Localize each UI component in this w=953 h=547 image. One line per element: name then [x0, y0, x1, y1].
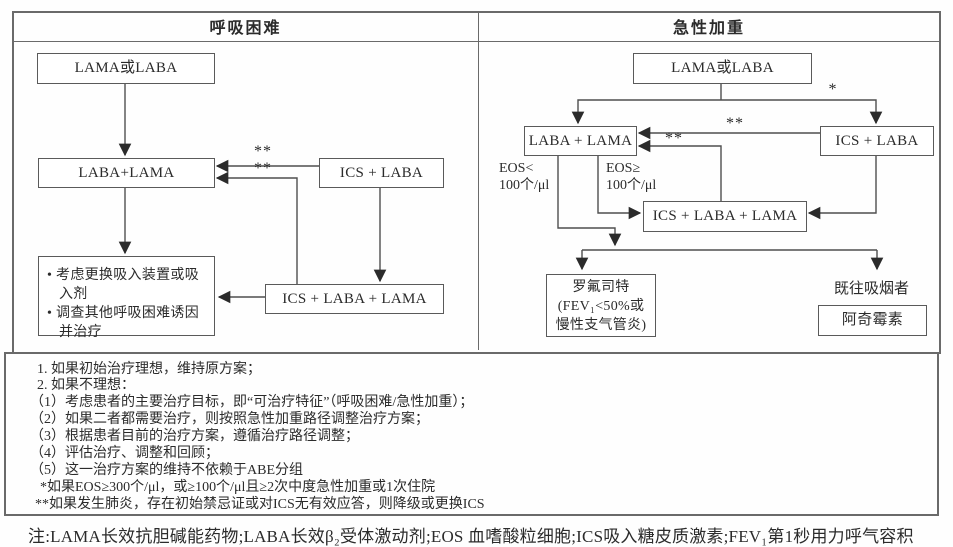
abbreviation-key: 注:LAMA长效抗胆碱能药物;LABA长效β₂受体激动剂;EOS 血嗜酸粒细胞;…	[28, 527, 914, 546]
left-double-star-label-2: **	[254, 160, 272, 177]
eos-high-line-2: 100个/μl	[606, 178, 657, 193]
roflumilast-line-1: 罗氟司特	[572, 280, 630, 295]
note-line-5: （3）根据患者目前的治疗方案，遵循治疗路径调整；	[30, 429, 359, 444]
right-box-ics-laba-lama: ICS + LABA + LAMA	[643, 201, 807, 232]
action-bullet-2-text: 调查其他呼吸困难诱因并治疗	[56, 306, 200, 340]
roflumilast-line-2: (FEV₁<50%或	[557, 299, 645, 314]
right-single-star-label: *	[828, 81, 838, 98]
note-line-6: （4）评估治疗、调整和回顾；	[30, 446, 219, 461]
left-box-lama-or-laba: LAMA或LABA	[37, 53, 215, 84]
notes-box: 1. 如果初始治疗理想，维持原方案； 2. 如果不理想： （1）考虑患者的主要治…	[4, 352, 939, 516]
note-line-2: 2. 如果不理想：	[37, 378, 135, 393]
right-double-star-label-1: **	[726, 115, 744, 132]
action-bullet-1: • 考虑更换吸入装置或吸入剂	[47, 266, 210, 304]
note-line-9: **如果发生肺炎，存在初始禁忌证或对ICS无有效应答，则降级或更换ICS	[35, 497, 485, 512]
left-box-actions: • 考虑更换吸入装置或吸入剂 • 调查其他呼吸困难诱因并治疗	[38, 256, 215, 340]
right-box-roflumilast: 罗氟司特 (FEV₁<50%或 慢性支气管炎)	[546, 274, 656, 337]
left-box-ics-laba: ICS + LABA	[319, 158, 444, 188]
bullet-icon: •	[47, 268, 53, 283]
right-panel-header: 急性加重	[672, 20, 745, 37]
note-line-7: （5）这一治疗方案的维持不依赖于ABE分组	[30, 463, 303, 478]
note-line-3: （1）考虑患者的主要治疗目标，即“可治疗特征”（呼吸困难/急性加重）；	[30, 395, 474, 410]
note-line-8: *如果EOS≥300个/μl，或≥100个/μl且≥2次中度急性加重或1次住院	[40, 480, 436, 495]
roflumilast-line-3: 慢性支气管炎)	[555, 318, 647, 333]
former-smoker-label: 既往吸烟者	[833, 281, 909, 297]
left-box-ics-laba-lama: ICS + LABA + LAMA	[265, 284, 444, 314]
eos-high-line-1: EOS≥	[606, 161, 641, 176]
eos-low-line-2: 100个/μl	[499, 178, 550, 193]
left-panel-header: 呼吸困难	[209, 20, 282, 37]
right-box-azithromycin: 阿奇霉素	[818, 305, 927, 336]
right-box-ics-laba: ICS + LABA	[820, 126, 934, 156]
right-box-laba-lama: LABA + LAMA	[524, 126, 637, 156]
right-box-lama-or-laba: LAMA或LABA	[633, 53, 812, 84]
left-double-star-label-1: **	[254, 143, 272, 160]
bullet-icon: •	[47, 306, 53, 321]
note-line-4: （2）如果二者都需要治疗，则按照急性加重路径调整治疗方案；	[30, 412, 429, 427]
right-double-star-label-2: **	[665, 130, 683, 147]
eos-low-label: EOS< 100个/μl	[499, 160, 549, 194]
header-divider	[12, 41, 939, 42]
left-box-laba-lama: LABA+LAMA	[38, 158, 215, 188]
panel-divider	[478, 11, 479, 350]
eos-high-label: EOS≥ 100个/μl	[606, 160, 656, 194]
note-line-1: 1. 如果初始治疗理想，维持原方案；	[37, 362, 261, 377]
action-bullet-2: • 调查其他呼吸困难诱因并治疗	[47, 304, 210, 342]
action-bullet-1-text: 考虑更换吸入装置或吸入剂	[56, 268, 200, 302]
eos-low-line-1: EOS<	[499, 161, 534, 176]
